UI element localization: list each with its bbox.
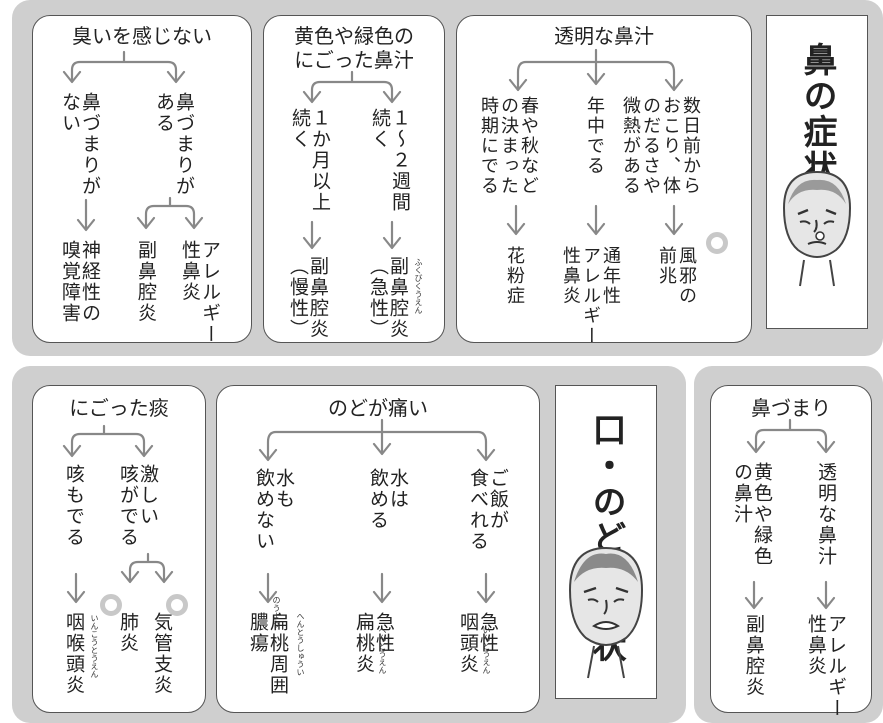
ring-decoration-2 [166, 594, 188, 616]
card-clear-title: 透明な鼻汁 [554, 24, 654, 48]
phlegm-ruby-laryngitis: いんこうとうえん [90, 614, 99, 678]
stuffy-result-allergic: アレルギー 性鼻炎 [805, 614, 847, 719]
card-sore-title: のどが痛い [328, 396, 428, 420]
smell-result-sinusitis: 副鼻腔炎 [135, 240, 157, 324]
sore-result-pharyngitis: 急性 咽頭炎 [457, 612, 499, 675]
clear-option-yearround: 年中でる [584, 96, 605, 176]
colored-option-month: １か月以上 続く [289, 108, 331, 213]
sore-option-cannot-drink: 水も 飲めない [253, 468, 295, 552]
nose-section-title: 鼻の症状 [797, 42, 837, 186]
sore-ruby-abscess: のうよう [272, 596, 281, 628]
phlegm-option-cough: 咳もでる [63, 464, 85, 548]
ring-decoration-1 [100, 594, 122, 616]
sore-result-abscess: 扁桃周囲 膿瘍 [247, 612, 289, 696]
sick-face-icon [568, 546, 644, 679]
clear-option-cold: 数日前から おこり、体 のだるさや 微熱がある [620, 96, 701, 196]
sore-ruby-tonsillitis: へんとうえん [378, 626, 387, 674]
clear-result-perennial: 通年性 アレルギー 性鼻炎 [560, 246, 621, 346]
colored-option-weeks: １〜２週間 続く [369, 108, 411, 213]
smell-result-olfactory: 神経性の 嗅覚障害 [59, 240, 101, 324]
sick-face-icon [782, 170, 852, 287]
sore-option-can-drink: 水は 飲める [367, 468, 409, 531]
sore-result-tonsillitis: 急性 扁桃炎 [353, 612, 395, 675]
card-phlegm-title: にごった痰 [69, 396, 169, 420]
smell-option-no-congestion: 鼻づまりが ない [59, 92, 101, 197]
sore-option-can-eat: ご飯が 食べれる [467, 468, 509, 552]
smell-result-allergic: アレルギー 性鼻炎 [179, 240, 221, 345]
phlegm-result-laryngitis: 咽喉頭炎 [63, 612, 85, 696]
colored-ruby-sinusitis: ふくびくうえん [414, 258, 423, 314]
sore-ruby-peritonsillar: へんとうしゅうい [296, 612, 305, 676]
card-colored-mucus: 黄色や緑色の にごった鼻汁 [263, 15, 445, 343]
phlegm-result-pneumonia: 肺炎 [117, 612, 139, 654]
stuffy-option-clear: 透明な鼻汁 [815, 462, 837, 567]
phlegm-option-severe-cough: 激しい 咳がでる [117, 464, 159, 548]
card-stuffy-title: 鼻づまり [751, 396, 831, 420]
stuffy-option-colored: 黄色や緑色 の鼻汁 [731, 462, 773, 567]
card-smell-title: 臭いを感じない [72, 24, 212, 48]
phlegm-result-bronchitis: 気管支炎 [151, 612, 173, 696]
clear-result-cold: 風邪の 前兆 [656, 246, 697, 306]
card-colored-title: 黄色や緑色の にごった鼻汁 [294, 24, 414, 72]
ring-decoration [706, 232, 728, 254]
clear-result-pollen: 花粉症 [504, 246, 525, 306]
card-phlegm: にごった痰 [32, 385, 206, 713]
colored-result-chronic: 副鼻腔炎 （慢性） [287, 256, 329, 340]
sore-ruby-pharyngitis: いんとうえん [482, 626, 491, 674]
card-clear-mucus: 透明な鼻汁 [456, 15, 752, 343]
smell-option-congestion: 鼻づまりが ある [153, 92, 195, 197]
clear-option-seasonal: 春や秋など の決まった 時期にでる [478, 96, 539, 196]
colored-result-acute: 副鼻腔炎 （急性） [367, 256, 409, 340]
stuffy-result-sinusitis: 副鼻腔炎 [743, 614, 765, 698]
